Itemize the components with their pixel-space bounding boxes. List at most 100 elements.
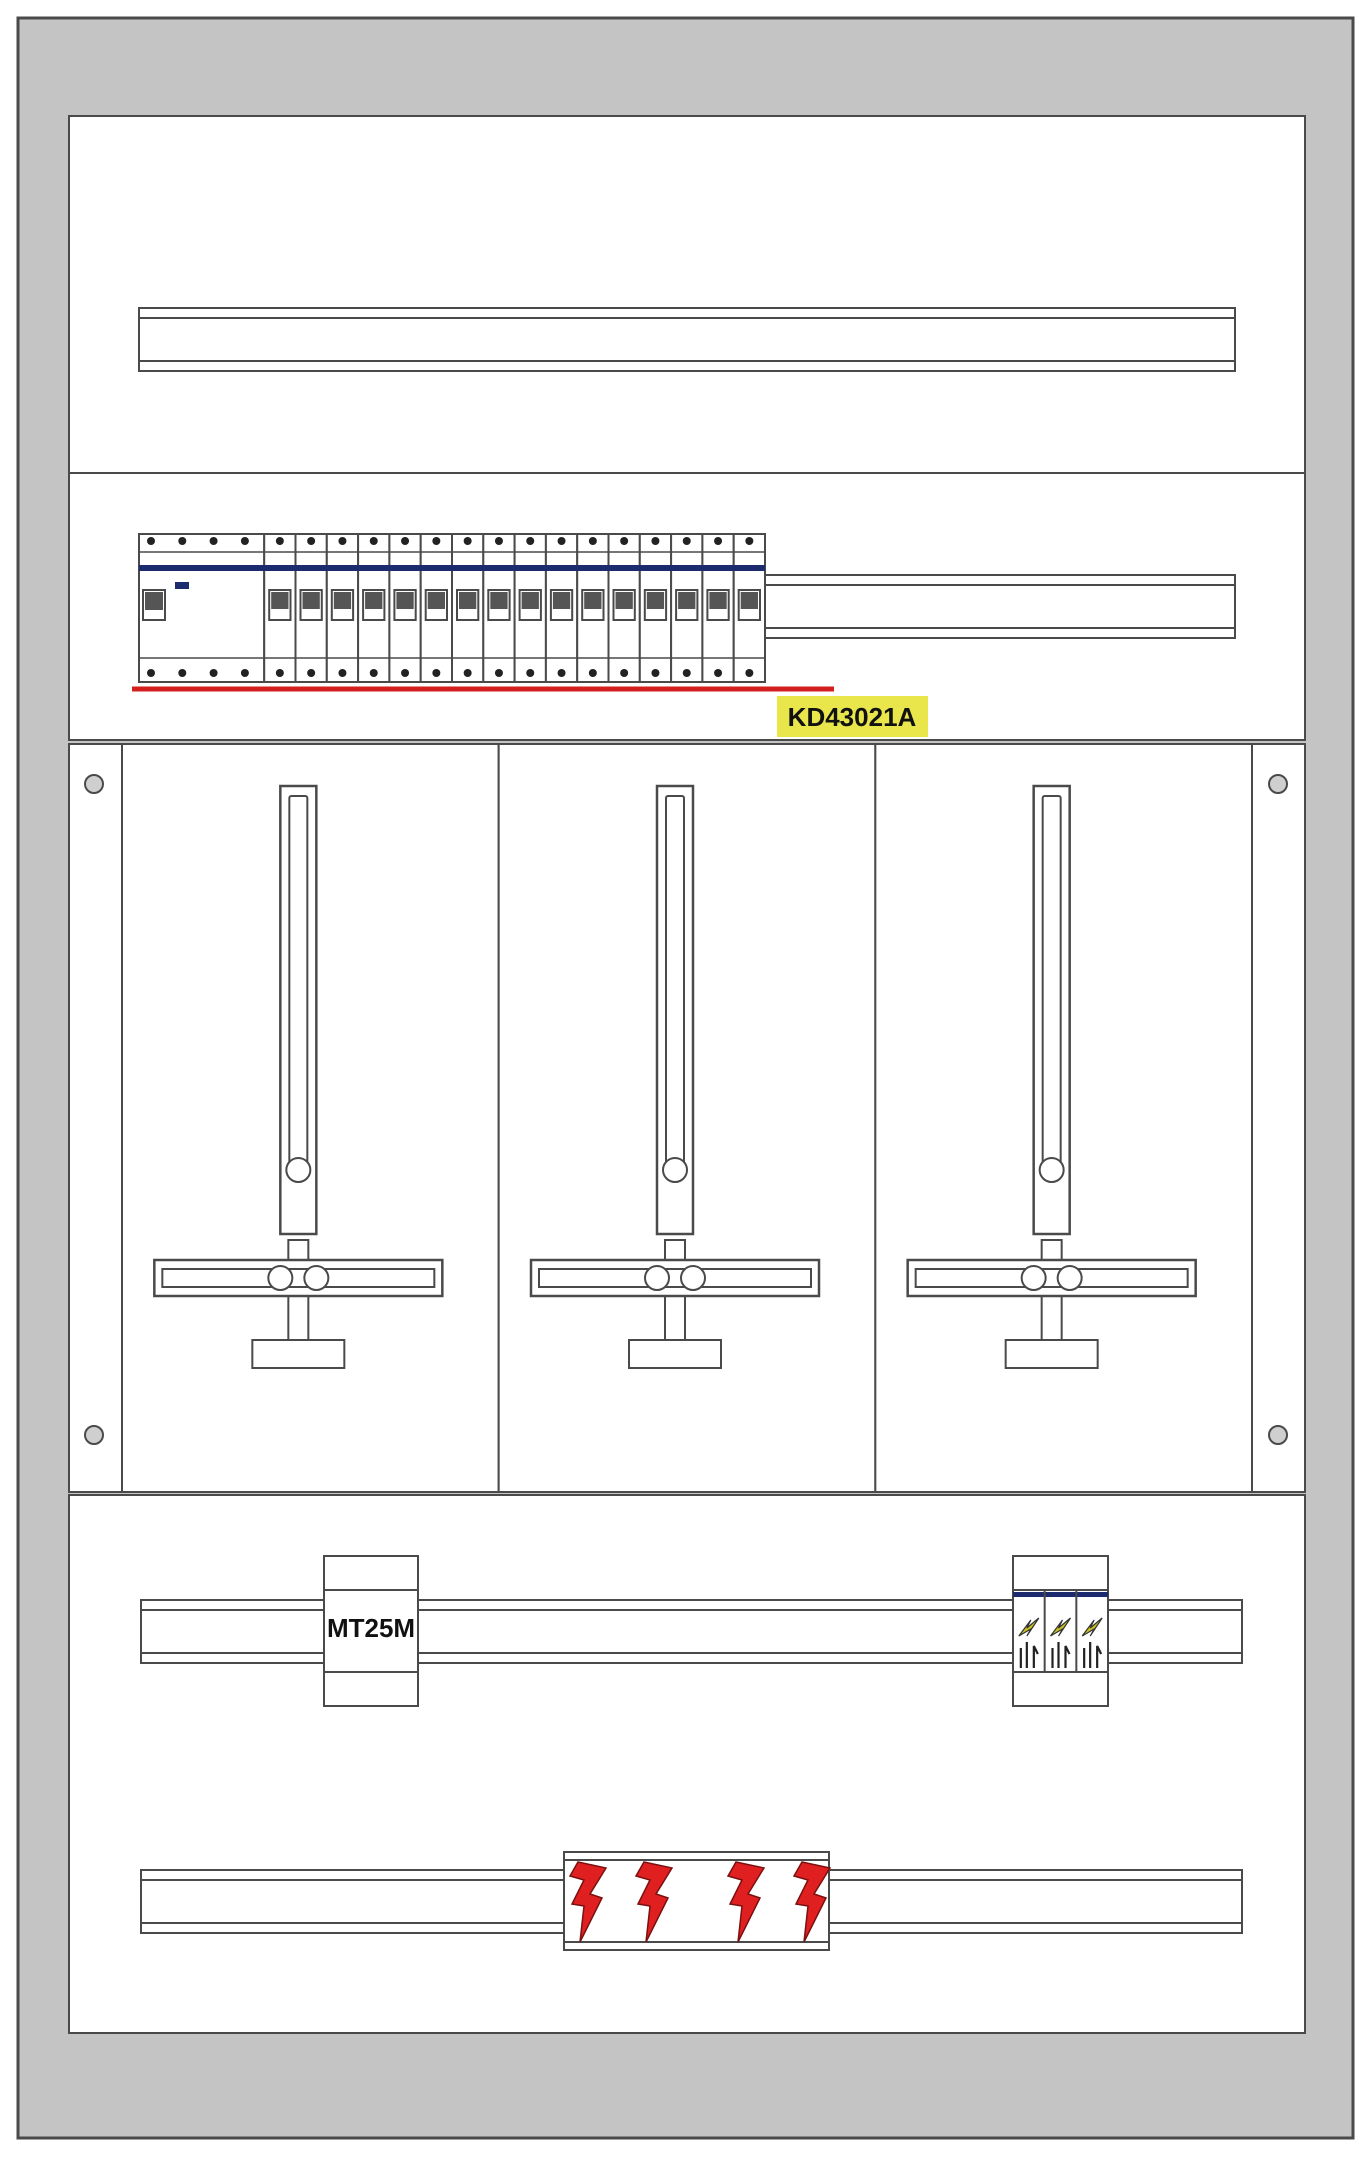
terminal-screw-icon — [401, 537, 410, 545]
terminal-screw-icon — [178, 537, 187, 545]
breaker-modules — [138, 533, 767, 683]
bottom-section-panel — [68, 1494, 1306, 2034]
mcb-toggle — [678, 592, 696, 609]
mcb-module — [638, 533, 673, 683]
terminal-screw-icon — [432, 537, 441, 545]
meter-crossbar-hole — [644, 1265, 670, 1291]
bolt-icon — [1268, 774, 1288, 794]
lightning-warning-icon — [634, 1861, 674, 1943]
mcb-module — [263, 533, 297, 683]
terminal-screw-icon — [147, 537, 155, 545]
spd-contact-icon — [1083, 1642, 1103, 1668]
terminal-screw-icon — [557, 537, 566, 545]
mcb-toggle — [521, 592, 539, 609]
mcb-module — [576, 533, 610, 683]
terminal-screw-icon — [588, 669, 597, 677]
bolt-icon — [84, 1425, 104, 1445]
meter-left-strip — [68, 743, 123, 1493]
terminal-screw-icon — [178, 669, 187, 677]
terminal-screw-icon — [620, 669, 629, 677]
mcb-toggle — [646, 592, 665, 609]
mcb-toggle — [709, 592, 727, 609]
mcb-module — [607, 533, 641, 683]
terminal-screw-icon — [620, 537, 629, 545]
terminal-screw-icon — [369, 669, 378, 677]
busbar-comb — [139, 565, 765, 571]
spd-body — [1012, 1555, 1109, 1707]
meter-bays — [121, 743, 1253, 1493]
spd-contact-icon — [1051, 1642, 1071, 1668]
bolt-icon — [84, 774, 104, 794]
top-din-rail — [138, 307, 1236, 372]
terminal-screw-icon — [494, 537, 503, 545]
meter-crossbar-slot — [161, 1268, 436, 1288]
terminal-screw-icon — [588, 537, 597, 545]
terminal-screw-icon — [745, 669, 754, 677]
meter-hanger-hole — [1038, 1157, 1065, 1183]
terminal-screw-icon — [338, 669, 347, 677]
mcb-toggle — [333, 592, 352, 609]
terminal-screw-icon — [369, 537, 378, 545]
meter-hanger-hole — [285, 1157, 312, 1183]
mcb-module — [388, 533, 422, 683]
terminal-screw-icon — [307, 537, 316, 545]
terminal-screw-icon — [463, 669, 472, 677]
terminal-screw-icon — [275, 669, 284, 677]
mcb-module — [670, 533, 704, 683]
mcb-module — [451, 533, 485, 683]
terminal-screw-icon — [463, 537, 472, 545]
mcb-module — [701, 533, 735, 683]
terminal-screw-icon — [147, 669, 155, 677]
surge-protector-module — [1012, 1555, 1109, 1707]
meter-foot-block — [251, 1339, 346, 1369]
mt25m-module: MT25M — [323, 1555, 419, 1707]
terminal-screw-icon — [401, 669, 410, 677]
terminal-screw-icon — [714, 669, 723, 677]
terminal-screw-icon — [651, 537, 660, 545]
mcb-toggle — [459, 592, 477, 609]
mcb-module — [482, 533, 516, 683]
mcb-module — [325, 533, 360, 683]
mcb-toggle — [427, 592, 445, 609]
spd-contact-icon — [1019, 1642, 1039, 1668]
mcb-toggle — [396, 592, 414, 609]
mcb-toggle — [615, 592, 633, 609]
terminal-screw-icon — [682, 537, 691, 545]
model-code-label: KD43021A — [788, 702, 917, 732]
warning-block — [563, 1851, 832, 1951]
terminal-screw-icon — [240, 537, 249, 545]
mcb-module — [513, 533, 547, 683]
terminal-screw-icon — [745, 537, 754, 545]
mcb-toggle — [740, 592, 758, 609]
meter-foot-block — [1004, 1339, 1099, 1369]
mcb-toggle — [490, 592, 508, 609]
mcb-module — [544, 533, 579, 683]
terminal-screw-icon — [494, 669, 503, 677]
mcb-module — [419, 533, 454, 683]
terminal-screw-icon — [432, 669, 441, 677]
meter-crossbar-hole — [1056, 1265, 1083, 1291]
rcd-test-button — [175, 582, 189, 589]
meter-crossbar-hole — [1020, 1265, 1047, 1291]
surge-bolt-icon — [1050, 1617, 1071, 1637]
terminal-screw-icon — [714, 537, 723, 545]
warning-block-body — [563, 1851, 830, 1951]
terminal-screw-icon — [240, 669, 249, 677]
rcd-module — [138, 533, 266, 683]
terminal-screw-icon — [526, 537, 535, 545]
terminal-screw-icon — [557, 669, 566, 677]
mcb-toggle — [302, 592, 320, 609]
meter-hanger-inner-slot — [665, 795, 685, 1177]
meter-crossbar-hole — [267, 1265, 294, 1291]
meter-crossbar-slot — [914, 1268, 1189, 1288]
terminal-screw-icon — [338, 537, 347, 545]
terminal-screw-icon — [209, 669, 218, 677]
surge-bolt-icon — [1081, 1617, 1103, 1637]
mcb-toggle — [584, 592, 602, 609]
meter-hanger-inner-slot — [288, 795, 309, 1177]
top-cover-panel — [68, 115, 1306, 474]
lightning-warning-icon — [568, 1861, 608, 1943]
lightning-warning-icon — [792, 1861, 832, 1943]
mcb-toggle — [552, 592, 571, 609]
